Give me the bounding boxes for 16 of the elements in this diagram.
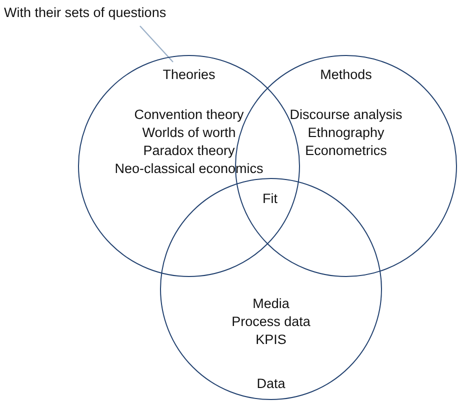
list-item: Worlds of worth (142, 124, 236, 142)
list-item: Ethnography (308, 124, 384, 142)
list-item: Convention theory (134, 106, 244, 124)
set-circle (160, 178, 382, 400)
list-item: Discourse analysis (290, 106, 402, 124)
list-item: Media (252, 295, 290, 313)
list-item: Paradox theory (143, 142, 235, 160)
set-title: Data (256, 375, 286, 393)
list-item: Process data (232, 313, 310, 331)
leader-line (140, 26, 174, 62)
set-title: Methods (320, 66, 372, 84)
overlap-label: Fit (262, 190, 278, 208)
note-text: With their sets of questions (4, 4, 166, 22)
set-title: Theories (162, 66, 216, 84)
list-item: Econometrics (305, 142, 387, 160)
list-item: KPIS (256, 331, 286, 349)
